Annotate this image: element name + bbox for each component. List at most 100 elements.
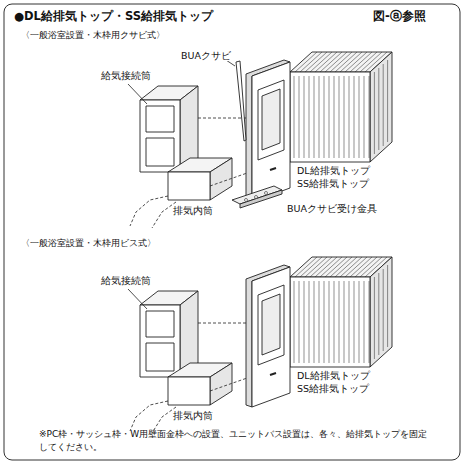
plate-opening <box>258 285 284 365</box>
sleeve-opening <box>146 343 174 371</box>
plate-slot <box>270 373 276 375</box>
fin-line <box>354 76 355 158</box>
fin-line <box>359 281 360 363</box>
fin-line <box>349 281 350 363</box>
bracket-hole <box>255 196 258 199</box>
elbow-outline <box>130 401 168 431</box>
part-name: SS給排気トップ <box>296 178 370 189</box>
fin-line <box>369 281 370 363</box>
fin-line <box>299 281 300 363</box>
top-grille-line <box>330 52 352 72</box>
fin-line <box>339 76 340 158</box>
fin-line <box>319 76 320 158</box>
top-grille-line <box>365 52 387 72</box>
exhaust-tube-side <box>210 363 232 405</box>
footnote: ※PC枠・サッシュ枠・W用壁面金枠への設置、ユニットバス設置は、各々、給排気トッ… <box>38 428 432 453</box>
fin-line <box>354 281 355 363</box>
fin-line <box>339 281 340 363</box>
fin-line <box>324 281 325 363</box>
fin-line <box>294 76 295 158</box>
fin-line <box>319 281 320 363</box>
terminal-body-side <box>370 257 392 367</box>
fin-line <box>374 72 375 154</box>
fin-line <box>304 76 305 158</box>
top-grille-line <box>310 52 332 72</box>
fin-line <box>364 76 365 158</box>
sleeve-opening <box>146 311 174 337</box>
fin-line <box>314 76 315 158</box>
top-grille-line <box>320 52 342 72</box>
fin-line <box>374 277 375 359</box>
leader-line <box>128 84 147 104</box>
top-grille-line <box>335 257 357 277</box>
fin-line <box>387 265 388 347</box>
fin-line <box>334 76 335 158</box>
top-grille-line <box>320 257 342 277</box>
top-grille-line <box>305 52 327 72</box>
front-plate <box>252 62 290 202</box>
fin-line <box>383 64 384 146</box>
top-grille-line <box>305 257 327 277</box>
top-grille-line <box>295 52 317 72</box>
top-grille-line <box>350 52 372 72</box>
fin-line <box>387 60 388 142</box>
plate-edge <box>246 265 290 407</box>
part-name: 排気内筒 <box>172 410 214 421</box>
install-illustration <box>128 257 392 433</box>
fin-line <box>324 76 325 158</box>
top-grille-line <box>310 257 332 277</box>
supply-sleeve-front <box>140 305 180 377</box>
part-name: 排気内筒 <box>172 205 214 216</box>
bracket-hole <box>245 199 248 202</box>
part-name: 給気接続筒 <box>100 275 152 286</box>
top-grille-line <box>350 257 372 277</box>
fin-line <box>344 281 345 363</box>
top-grille-line <box>300 257 322 277</box>
top-grille-line <box>360 52 382 72</box>
fin-line <box>364 281 365 363</box>
exhaust-tube-front <box>168 377 210 405</box>
top-grille-line <box>365 257 387 277</box>
fin-line <box>378 273 379 355</box>
terminal-body-front <box>290 72 370 162</box>
fin-line <box>329 76 330 158</box>
fin-line <box>314 281 315 363</box>
part-name: SS給排気トップ <box>296 383 370 394</box>
fin-line <box>359 76 360 158</box>
fin-line <box>299 76 300 158</box>
top-grille-line <box>295 257 317 277</box>
section-heading: 〈一般浴室設置・木枠用クサビ式〉 <box>20 30 166 41</box>
top-grille-line <box>325 257 347 277</box>
terminal-body-front <box>290 277 370 367</box>
part-name: BUAクサビ受け金具 <box>286 203 378 214</box>
alignment-line <box>198 323 252 324</box>
top-grille-line <box>335 52 357 72</box>
top-grille-line <box>300 52 322 72</box>
exhaust-tube-front <box>168 172 210 200</box>
section-heading: 〈一般浴室設置・木枠用ビス式〉 <box>20 238 157 249</box>
fin-line <box>369 76 370 158</box>
exhaust-tube-side <box>210 158 232 200</box>
top-grille-line <box>340 52 362 72</box>
plate-edge <box>246 60 290 202</box>
top-grille-line <box>325 52 347 72</box>
install-illustration <box>128 52 392 228</box>
supply-sleeve-front <box>140 100 180 172</box>
top-grille-line <box>315 257 337 277</box>
wedge-symbol <box>236 61 246 141</box>
plate-inner <box>262 294 280 355</box>
figure-ref: 図-ⓐ参照 <box>372 10 427 24</box>
fin-line <box>329 281 330 363</box>
plate-slot <box>270 168 276 170</box>
fin-line <box>383 269 384 351</box>
fin-line <box>334 281 335 363</box>
fin-line <box>378 68 379 150</box>
fin-line <box>344 76 345 158</box>
top-grille-line <box>345 52 367 72</box>
part-name: 給気接続筒 <box>100 70 152 81</box>
front-plate <box>252 267 290 407</box>
fin-line <box>294 281 295 363</box>
top-grille-line <box>340 257 362 277</box>
alignment-line <box>210 172 250 186</box>
